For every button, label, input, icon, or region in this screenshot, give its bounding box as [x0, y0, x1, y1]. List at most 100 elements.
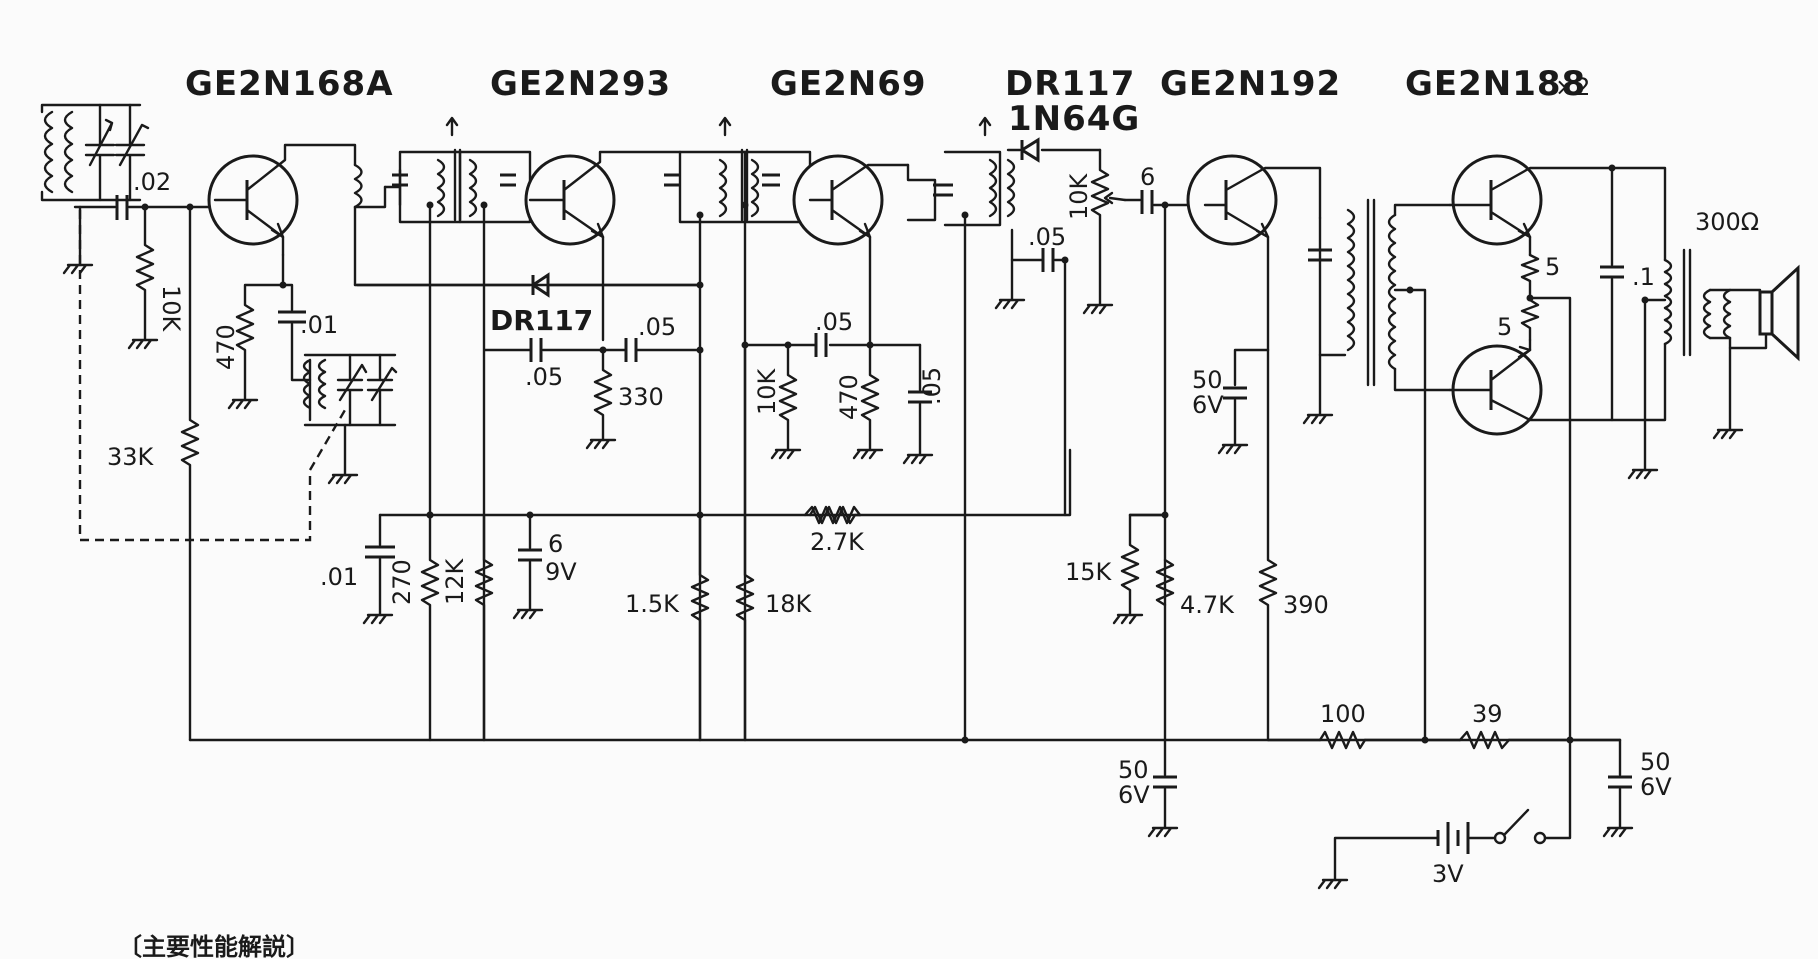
- value-r39: 39: [1472, 700, 1503, 728]
- value-pot-10k: 10K: [1065, 172, 1093, 220]
- section-title: 〔主要性能解説〕: [118, 933, 310, 959]
- resistor-4-7k: [1155, 558, 1175, 607]
- resistor-12k: [474, 513, 494, 742]
- value-c05-d: .05: [918, 367, 946, 405]
- junction: [696, 511, 704, 519]
- cap-01-b: [365, 545, 395, 559]
- ground-symbol: [1602, 826, 1634, 838]
- resistor-5-b: [1520, 298, 1540, 342]
- value-r470-a: 470: [212, 324, 240, 370]
- junction: [696, 346, 704, 354]
- resistor-1-5k: [690, 513, 710, 742]
- wire-q5-emit: [1233, 348, 1270, 387]
- rail-agc: [378, 448, 1072, 517]
- value-batt: 3V: [1432, 860, 1464, 888]
- value-r270: 270: [388, 559, 416, 605]
- ground-symbol: [1627, 468, 1659, 480]
- value-c01-b: .01: [320, 563, 358, 591]
- value-c01-a: .01: [300, 311, 338, 339]
- ground-symbol: [770, 448, 802, 460]
- value-r5-b: 5: [1497, 313, 1512, 341]
- cap-50-6v-b: [1153, 775, 1177, 789]
- ground-symbol: [127, 338, 159, 350]
- value-c1: .1: [1632, 263, 1655, 291]
- value-c02: .02: [133, 168, 171, 196]
- resistor-100: [1318, 730, 1367, 750]
- label-q1: GE2N168A: [185, 64, 394, 104]
- diode-1n64g: [1006, 137, 1102, 163]
- resistor-10k-a: [135, 205, 155, 342]
- value-c6-9v-b: 9V: [545, 558, 577, 586]
- resistor-390: [1258, 348, 1278, 742]
- ground-symbol: [227, 398, 259, 410]
- cap-05-a: [529, 338, 543, 362]
- cap-05-d: [908, 390, 932, 404]
- value-r33k: 33K: [107, 443, 155, 471]
- resistor-2-7k: [808, 505, 862, 525]
- wire-switch: [1543, 738, 1572, 840]
- diode-dr117: [353, 272, 702, 298]
- value-r10k-a: 10K: [157, 285, 185, 333]
- potentiometer-10k: [1090, 148, 1110, 307]
- ground-symbol: [362, 613, 394, 625]
- value-c6-9v-a: 6: [548, 530, 563, 558]
- value-c05-b: .05: [638, 313, 676, 341]
- ground-symbol: [1217, 443, 1249, 455]
- label-q5: GE2N192: [1160, 64, 1341, 104]
- ground-symbol: [327, 473, 359, 485]
- if-transformer-2: [664, 116, 812, 224]
- cap-05-b: [624, 338, 638, 362]
- label-q2: GE2N293: [490, 64, 671, 104]
- coil-oscillator-tank: [302, 353, 398, 427]
- junction: [741, 341, 749, 349]
- label-q6-multiplier: ×2: [1555, 73, 1590, 101]
- resistor-470-a: [235, 283, 287, 402]
- value-c50b-2: 6V: [1118, 781, 1150, 809]
- cap-50-6v-c: [1608, 775, 1632, 789]
- wire-if1-in: [353, 185, 387, 209]
- value-r100: 100: [1320, 700, 1366, 728]
- junction: [1421, 736, 1429, 744]
- value-c50a-2: 6V: [1192, 391, 1224, 419]
- value-c05-c: .05: [815, 308, 853, 336]
- value-dr117: DR117: [490, 304, 593, 337]
- wire-q1-emit: [281, 253, 294, 312]
- value-c50a-1: 50: [1192, 366, 1223, 394]
- value-c50c-1: 50: [1640, 748, 1671, 776]
- value-r470-b: 470: [835, 374, 863, 420]
- value-ohm300: 300Ω: [1695, 208, 1759, 236]
- value-r10k-b: 10K: [753, 367, 781, 415]
- value-c05-a: .05: [525, 363, 563, 391]
- ground-symbol: [1082, 303, 1114, 315]
- cap-6-9v: [518, 548, 542, 562]
- label-diode-a: DR117: [1005, 64, 1135, 104]
- resistor-270: [420, 513, 440, 742]
- tuning-capacitor-ant: [84, 103, 150, 202]
- ground-symbol: [994, 298, 1026, 310]
- ground-symbol: [1302, 413, 1334, 425]
- value-r2-7k: 2.7K: [810, 528, 865, 556]
- cap-02: [115, 195, 129, 220]
- ground-symbol: [1712, 428, 1744, 440]
- pot-wiper: [1103, 191, 1127, 205]
- value-r12k: 12K: [441, 557, 469, 605]
- cap-50-6v-a: [1223, 386, 1247, 400]
- resistor-330: [593, 348, 613, 442]
- resistor-10k-b: [778, 343, 798, 452]
- label-q6: GE2N188: [1405, 64, 1586, 104]
- resistor-2-7k-zigzag: [803, 505, 862, 525]
- if-transformer-3: [906, 116, 1016, 227]
- wire-dt-ct: [1393, 288, 1427, 742]
- resistor-15k: [1120, 513, 1140, 617]
- transistor-q1: [207, 143, 357, 257]
- resistor-33k: [180, 205, 200, 742]
- junction: [279, 281, 287, 289]
- ground-symbol: [1317, 878, 1349, 890]
- ground-symbol: [1112, 613, 1144, 625]
- cap-01-a: [278, 310, 306, 324]
- ground-symbol: [512, 608, 544, 620]
- resistor-5-a: [1520, 253, 1540, 297]
- value-c50c-2: 6V: [1640, 773, 1672, 801]
- wire-pp-emit: [1528, 296, 1572, 742]
